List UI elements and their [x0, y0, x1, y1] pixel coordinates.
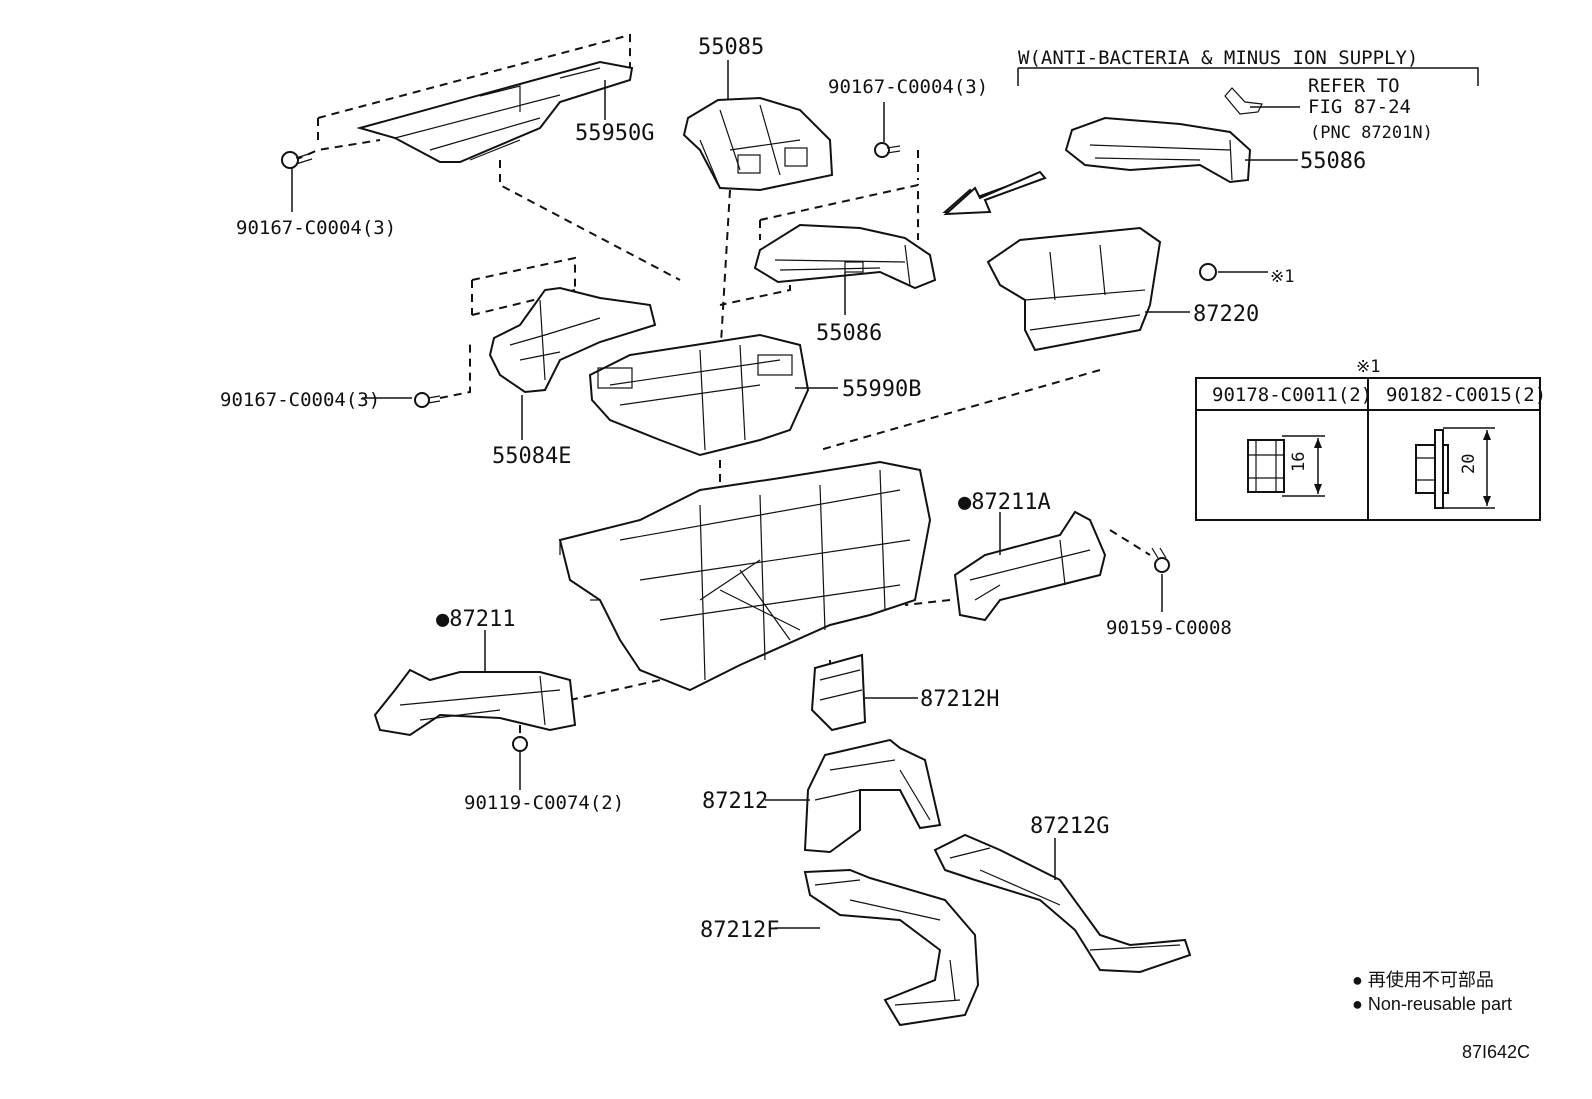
part-label-55086-mid: 55086	[816, 321, 882, 346]
fastener-col1-dim: 16	[1289, 452, 1309, 472]
fastener-table: ※1 90178-C0011(2) 90182-C0015(2) 16 20	[1195, 357, 1546, 521]
figure-code: 87I642C	[1462, 1042, 1530, 1062]
duct-87212-drawing	[803, 738, 942, 854]
duct-55990B-drawing	[588, 333, 810, 457]
part-label-87211A: ●87211A	[958, 490, 1051, 515]
part-labels: 55085 55950G 90167-C0004(3) 90167-C0004(…	[220, 35, 1366, 943]
fastener-col2-header: 90182-C0015(2)	[1386, 384, 1546, 406]
part-label-87212H: 87212H	[920, 687, 999, 712]
part-label-87212F: 87212F	[700, 918, 779, 943]
duct-87220-drawing	[986, 226, 1217, 352]
leader-lines	[291, 60, 1300, 929]
part-label-90167-b: 90167-C0004(3)	[828, 76, 988, 98]
direction-arrow-icon	[942, 170, 1047, 216]
duct-55086-top-drawing	[1064, 87, 1263, 184]
part-label-87212G: 87212G	[1030, 814, 1109, 839]
bolt-90167-a-drawing	[281, 151, 313, 169]
legend: ● 再使用不可部品 ● Non-reusable part	[1352, 970, 1512, 1014]
header-note-text: W(ANTI-BACTERIA & MINUS ION SUPPLY)	[1018, 47, 1418, 69]
refer-line-2: FIG 87-24	[1308, 96, 1411, 118]
part-label-90167-a: 90167-C0004(3)	[236, 217, 396, 239]
header-note: W(ANTI-BACTERIA & MINUS ION SUPPLY) REFE…	[1017, 47, 1479, 143]
part-label-55990B: 55990B	[842, 377, 921, 402]
duct-87212H-drawing	[810, 653, 867, 732]
part-label-87211: ●87211	[436, 607, 515, 632]
legend-line-jp: ● 再使用不可部品	[1352, 970, 1494, 990]
bolt-90167-b-drawing	[874, 142, 901, 158]
part-label-90167-c: 90167-C0004(3)	[220, 389, 380, 411]
refer-line-1: REFER TO	[1308, 75, 1400, 97]
duct-55950G-drawing	[356, 60, 634, 163]
part-label-55086-top: 55086	[1300, 149, 1366, 174]
legend-line-en: ● Non-reusable part	[1352, 994, 1512, 1014]
fastener-table-title: ※1	[1356, 357, 1380, 377]
part-label-55085: 55085	[698, 35, 764, 60]
duct-55084E-drawing	[414, 286, 657, 408]
part-label-87220: 87220	[1193, 302, 1259, 327]
hvac-core-drawing	[558, 460, 932, 692]
hex-nut-16-drawing: 16	[1247, 435, 1325, 497]
fastener-col1-header: 90178-C0011(2)	[1212, 384, 1372, 406]
refer-line-3: (PNC 87201N)	[1310, 123, 1433, 143]
part-label-55950G: 55950G	[575, 121, 654, 146]
callout-mark-label: ※1	[1270, 267, 1294, 287]
duct-87212F-drawing	[803, 868, 980, 1027]
part-label-55084E: 55084E	[492, 444, 571, 469]
duct-87212G-drawing	[933, 833, 1192, 974]
duct-87211A-drawing	[953, 510, 1170, 622]
part-label-90119: 90119-C0074(2)	[464, 792, 624, 814]
flange-nut-20-drawing: 20	[1415, 427, 1495, 509]
fastener-col2-dim: 20	[1459, 454, 1479, 474]
duct-55086-mid-drawing	[753, 223, 937, 290]
duct-87211-drawing	[373, 668, 577, 752]
part-label-87212: 87212	[702, 789, 768, 814]
part-label-90159: 90159-C0008	[1106, 617, 1232, 639]
duct-55085-drawing	[682, 96, 834, 192]
